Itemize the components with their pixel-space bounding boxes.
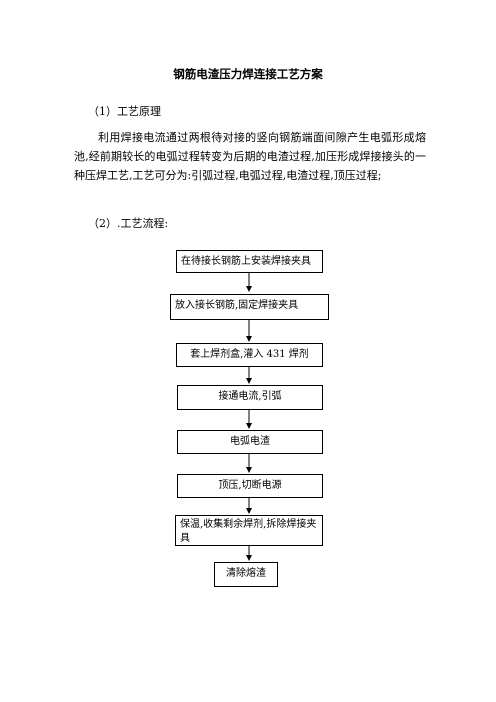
flow-step-1: 在待接长钢筋上安装焊接夹具 [176,250,323,273]
flow-step-2: 放入接长钢筋,固定焊接夹具 [170,294,329,320]
document-title: 钢筋电渣压力焊连接工艺方案 [173,67,323,81]
flow-step-3: 套上焊剂盒,灌入 431 焊剂 [176,343,323,367]
flow-step-8: 清除熔渣 [214,562,278,587]
flow-step-6: 顶压,切断电源 [177,474,323,498]
section2-heading: （2）.工艺流程: [88,217,169,230]
section1-paragraph: 利用焊接电流通过两根待对接的竖向钢筋端面间隙产生电弧形成熔池,经前期较长的电弧过… [74,131,426,182]
section1-heading: （1）工艺原理 [88,105,161,118]
flow-step-5: 电弧电渣 [177,430,323,454]
flow-step-4: 接通电流,引弧 [177,385,323,410]
flow-step-7: 保温,收集剩余焊剂,拆除焊接夹具 [175,515,323,546]
